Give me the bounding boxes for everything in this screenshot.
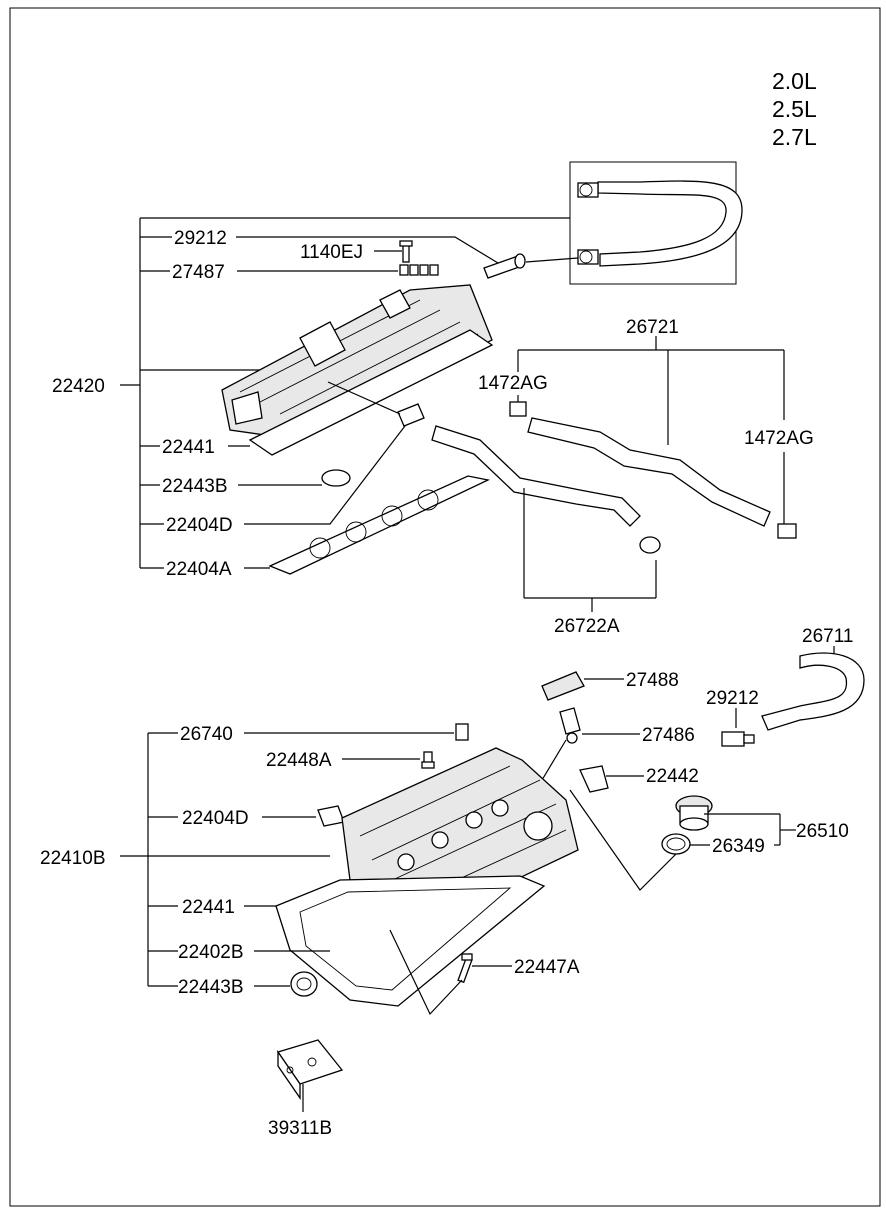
label-22447A: 22447A	[514, 957, 580, 978]
page-border	[9, 7, 881, 1207]
part-22447A-bolt	[457, 953, 473, 984]
label-26711: 26711	[802, 626, 853, 647]
label-27488: 27488	[626, 670, 679, 691]
label-22402B: 22402B	[178, 942, 244, 963]
part-27488-sensor	[541, 671, 624, 701]
part-22404D-pcv-lower	[317, 805, 345, 827]
label-22441-top: 22441	[162, 437, 215, 458]
label-1140EJ: 1140EJ	[300, 242, 363, 263]
bracket-26721	[517, 336, 785, 525]
part-22442-cap	[579, 765, 609, 793]
label-1472AG-right: 1472AG	[744, 428, 814, 449]
label-22443B-top: 22443B	[162, 476, 228, 497]
part-22443B-seal-upper	[321, 469, 351, 487]
part-22448A-bolt	[421, 751, 435, 769]
part-29212-fitting	[721, 731, 755, 747]
label-26510: 26510	[796, 821, 849, 842]
label-27486: 27486	[642, 725, 695, 746]
label-22441-bottom: 22441	[182, 897, 235, 918]
part-26721-hose	[527, 417, 771, 527]
label-26721: 26721	[626, 317, 679, 338]
label-22404A: 22404A	[166, 559, 232, 580]
label-22443B-bottom: 22443B	[178, 977, 244, 998]
inset-hose-box	[569, 161, 743, 285]
part-26722A-clamp	[639, 536, 661, 554]
part-1472AG-clamp-left	[509, 401, 527, 417]
part-26711-hose	[761, 652, 865, 731]
engine-size-3: 2.7L	[772, 124, 817, 150]
label-29212-top: 29212	[174, 228, 227, 249]
part-22441-gasket-upper	[248, 329, 494, 456]
part-26510-oil-cap	[675, 795, 713, 831]
part-22441-gasket-lower	[275, 875, 546, 1007]
part-26722A-hose	[431, 425, 641, 527]
part-rocker-cover-upper	[221, 284, 493, 441]
label-22404D-top: 22404D	[166, 515, 233, 536]
engine-size-1: 2.0L	[772, 68, 817, 94]
label-22442: 22442	[646, 766, 699, 787]
part-29212-connector	[483, 253, 579, 279]
label-39311B: 39311B	[268, 1118, 332, 1139]
part-26740-plug	[455, 723, 469, 741]
bracket-26722A	[523, 488, 657, 612]
label-22404D-bottom: 22404D	[182, 808, 249, 829]
engine-size-2: 2.5L	[772, 96, 817, 122]
part-27486-connector	[559, 707, 581, 744]
part-39311B-bracket	[276, 1039, 344, 1101]
part-22404D-pcv-upper	[327, 381, 425, 427]
bracket-26510	[690, 813, 796, 846]
part-1140EJ-bolt	[399, 240, 413, 263]
part-22404A-gasket	[268, 475, 491, 575]
label-26722A: 26722A	[554, 616, 620, 637]
part-1472AG-clamp-right	[777, 523, 797, 539]
label-22448A: 22448A	[266, 750, 332, 771]
label-22410B: 22410B	[40, 848, 106, 869]
label-1472AG-left: 1472AG	[478, 373, 548, 394]
label-29212-right: 29212	[706, 688, 759, 709]
bracket-22410B	[120, 732, 330, 987]
part-22443B-seal-lower	[290, 971, 318, 997]
label-26349: 26349	[712, 836, 765, 857]
label-26740: 26740	[180, 724, 233, 745]
part-26349-o-ring	[661, 833, 691, 855]
label-22420: 22420	[52, 376, 105, 397]
label-27487: 27487	[172, 262, 225, 283]
part-27487-clips	[399, 264, 439, 276]
